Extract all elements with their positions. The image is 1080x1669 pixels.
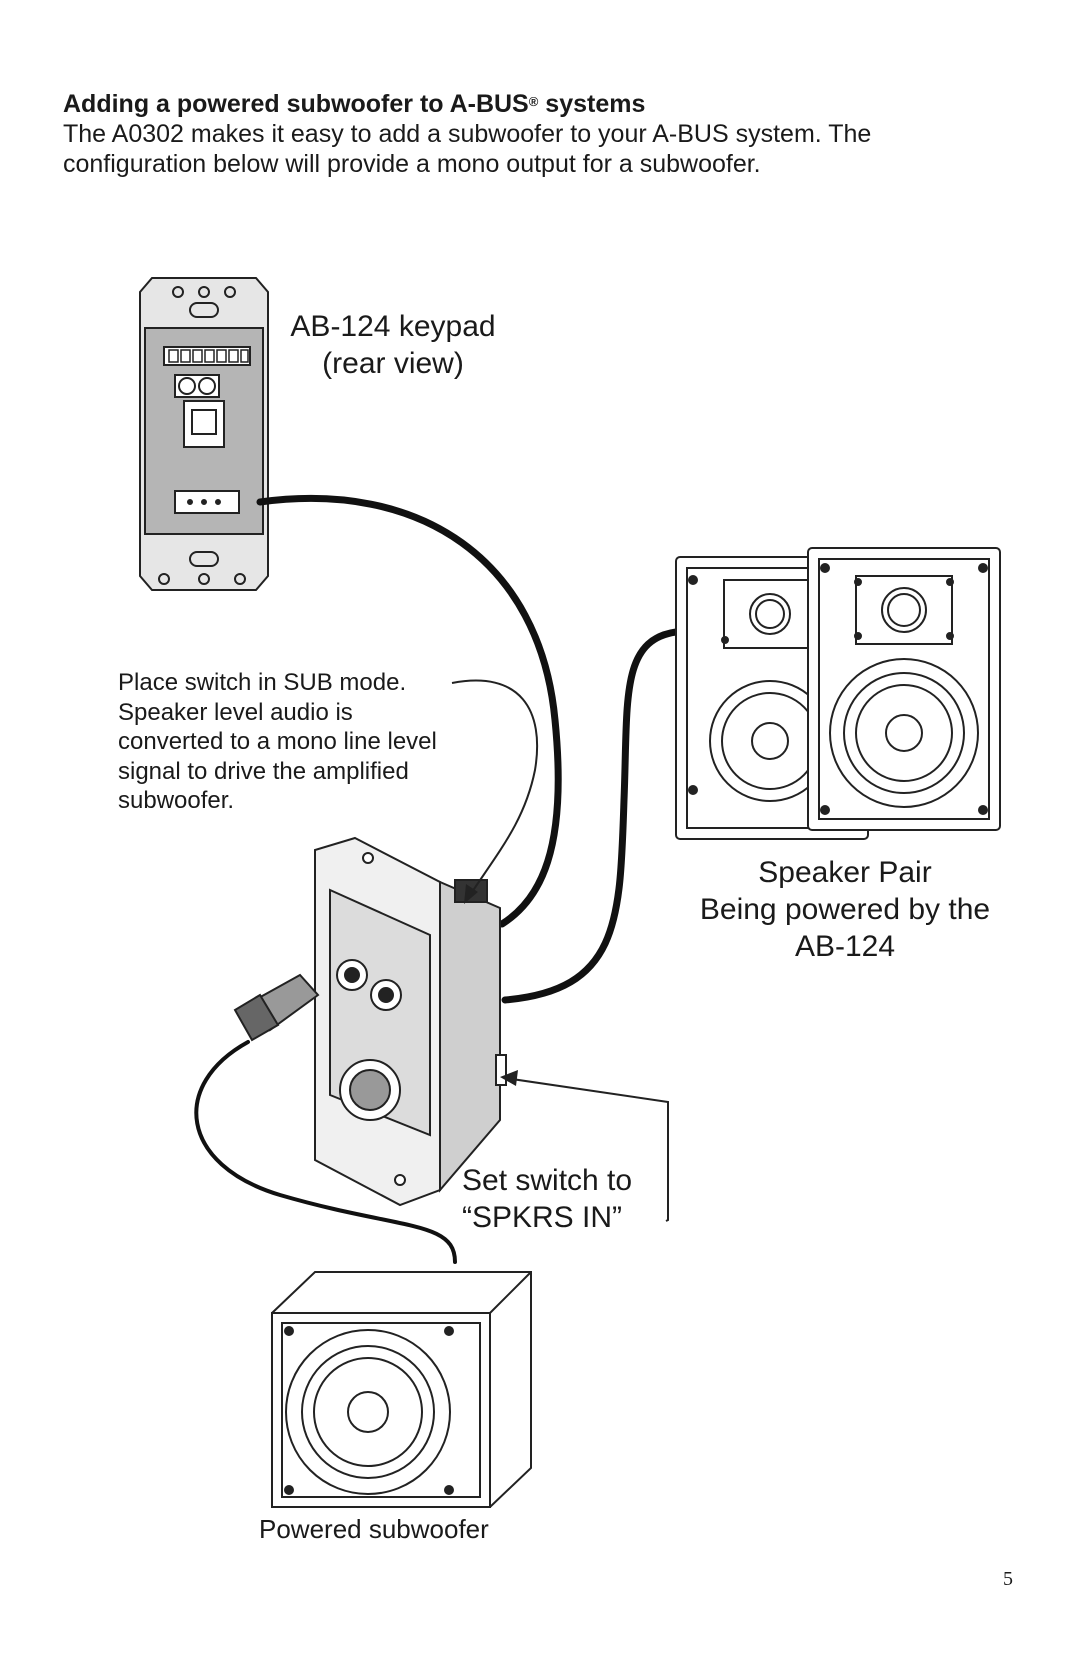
intro-line-1: The A0302 makes it easy to add a subwoof… <box>63 120 872 148</box>
rca-cable <box>194 1040 457 1264</box>
intro-paragraph: The A0302 makes it easy to add a subwoof… <box>63 119 1043 179</box>
sub-mode-note-line-5: subwoofer. <box>118 787 235 814</box>
switch-note-line-2: “SPKRS IN” <box>462 1201 623 1234</box>
sub-mode-note-line-2: Speaker level audio is <box>118 698 353 726</box>
rca-plug <box>233 973 320 1042</box>
speaker-cable-pair <box>501 628 680 1004</box>
a0302-module-illustration <box>314 836 507 1207</box>
keypad-label-line-1: AB-124 keypad <box>290 310 496 343</box>
keypad-label: AB-124 keypad (rear view) <box>278 308 508 382</box>
subwoofer-illustration <box>271 1271 532 1508</box>
section-heading: Adding a powered subwoofer to A-BUS® sys… <box>63 90 646 118</box>
speaker-pair-label-line-2: Being powered by the <box>699 893 991 926</box>
speaker-pair-illustration <box>675 547 1001 840</box>
arrowheads <box>464 884 518 1086</box>
subwoofer-label: Powered subwoofer <box>259 1514 489 1544</box>
sub-mode-note-line-4: signal to drive the amplified <box>118 757 409 785</box>
speaker-pair-label-line-3: AB-124 <box>794 930 896 963</box>
registered-mark: ® <box>528 94 539 109</box>
keypad-illustration <box>139 277 269 591</box>
speaker-cable-keypad <box>256 495 562 928</box>
switch-note-line-1: Set switch to <box>462 1164 633 1197</box>
sub-mode-note-line-3: converted to a mono line level <box>118 728 437 755</box>
callout-lines <box>451 679 669 1222</box>
speaker-pair-label-line-1: Speaker Pair <box>758 856 932 889</box>
switch-note: Set switch to “SPKRS IN” <box>462 1162 632 1236</box>
page-number: 5 <box>1003 1568 1013 1590</box>
keypad-label-line-2: (rear view) <box>322 347 464 380</box>
sub-mode-note: Place switch in SUB mode. Speaker level … <box>118 668 437 816</box>
speaker-pair-label: Speaker Pair Being powered by the AB-124 <box>680 854 1010 965</box>
sub-mode-note-line-1: Place switch in SUB mode. <box>118 669 407 696</box>
intro-line-2: configuration below will provide a mono … <box>63 150 761 178</box>
